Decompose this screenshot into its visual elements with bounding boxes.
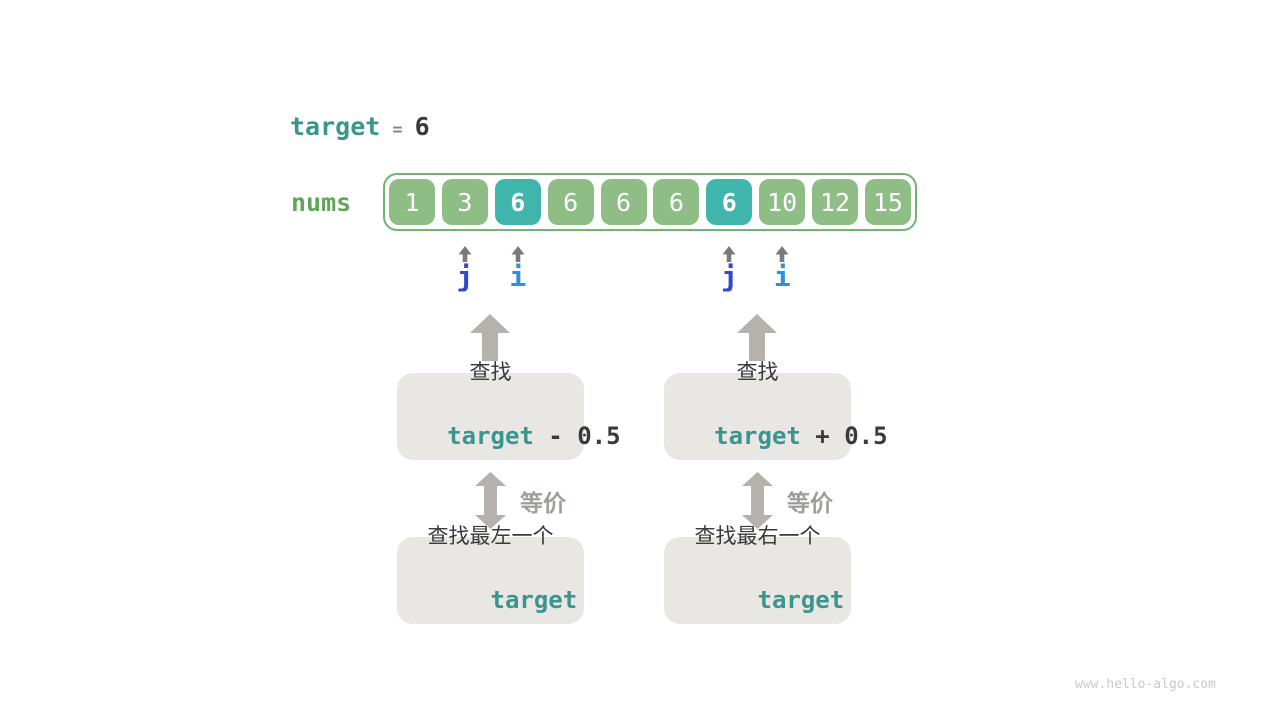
target-keyword: target bbox=[290, 112, 381, 141]
search-label: 查找 bbox=[469, 360, 512, 384]
find-rightmost-label: 查找最右一个 bbox=[694, 524, 821, 548]
target-keyword: target bbox=[490, 585, 578, 614]
array-cell: 6 bbox=[547, 179, 594, 225]
array-cell: 6 bbox=[653, 179, 700, 225]
caret-up-icon bbox=[775, 246, 789, 262]
search-label: 查找 bbox=[736, 360, 779, 384]
pointer-j-label: j bbox=[456, 260, 474, 293]
find-leftmost-target-box: 查找最左一个 target bbox=[397, 525, 584, 624]
equivalence-label: 等价 bbox=[520, 490, 566, 516]
watermark: www.hello-algo.com bbox=[1075, 677, 1216, 692]
array-cell: 12 bbox=[812, 179, 858, 225]
search-target-plus-box: 查找 target + 0.5 bbox=[664, 361, 888, 460]
target-keyword-line: target bbox=[671, 558, 845, 642]
array-cell: 3 bbox=[441, 179, 488, 225]
pointer-i-label: i bbox=[773, 260, 791, 293]
caret-up-icon bbox=[722, 246, 736, 262]
find-leftmost-label: 查找最左一个 bbox=[427, 524, 554, 548]
expression: target - 0.5 bbox=[360, 394, 620, 478]
double-arrow-icon bbox=[475, 472, 506, 529]
expression: target + 0.5 bbox=[627, 394, 887, 478]
pointer-i-label: i bbox=[509, 260, 527, 293]
target-assignment: target = 6 bbox=[290, 112, 430, 141]
array-cell: 10 bbox=[759, 179, 806, 225]
double-arrow-icon bbox=[742, 472, 773, 529]
equals-sign: = bbox=[392, 120, 403, 140]
nums-label: nums bbox=[291, 188, 352, 217]
caret-up-icon bbox=[458, 246, 472, 262]
expression-keyword: target bbox=[714, 421, 801, 450]
expression-rest: + 0.5 bbox=[800, 421, 888, 450]
caret-up-icon bbox=[511, 246, 525, 262]
array-cell: 15 bbox=[864, 179, 911, 225]
up-arrow-icon bbox=[470, 314, 510, 361]
target-keyword-line: target bbox=[404, 558, 578, 642]
equivalence-label: 等价 bbox=[787, 490, 833, 516]
expression-keyword: target bbox=[447, 421, 534, 450]
up-arrow-icon bbox=[737, 314, 777, 361]
target-value: 6 bbox=[414, 112, 430, 141]
find-rightmost-target-box: 查找最右一个 target bbox=[664, 525, 851, 624]
target-keyword: target bbox=[757, 585, 845, 614]
array-cell: 1 bbox=[389, 179, 435, 225]
pointer-j-label: j bbox=[720, 260, 738, 293]
expression-rest: - 0.5 bbox=[533, 421, 621, 450]
array-cell: 6 bbox=[494, 179, 541, 225]
array-cell: 6 bbox=[706, 179, 753, 225]
array-cell: 6 bbox=[600, 179, 647, 225]
search-target-minus-box: 查找 target - 0.5 bbox=[397, 361, 621, 460]
